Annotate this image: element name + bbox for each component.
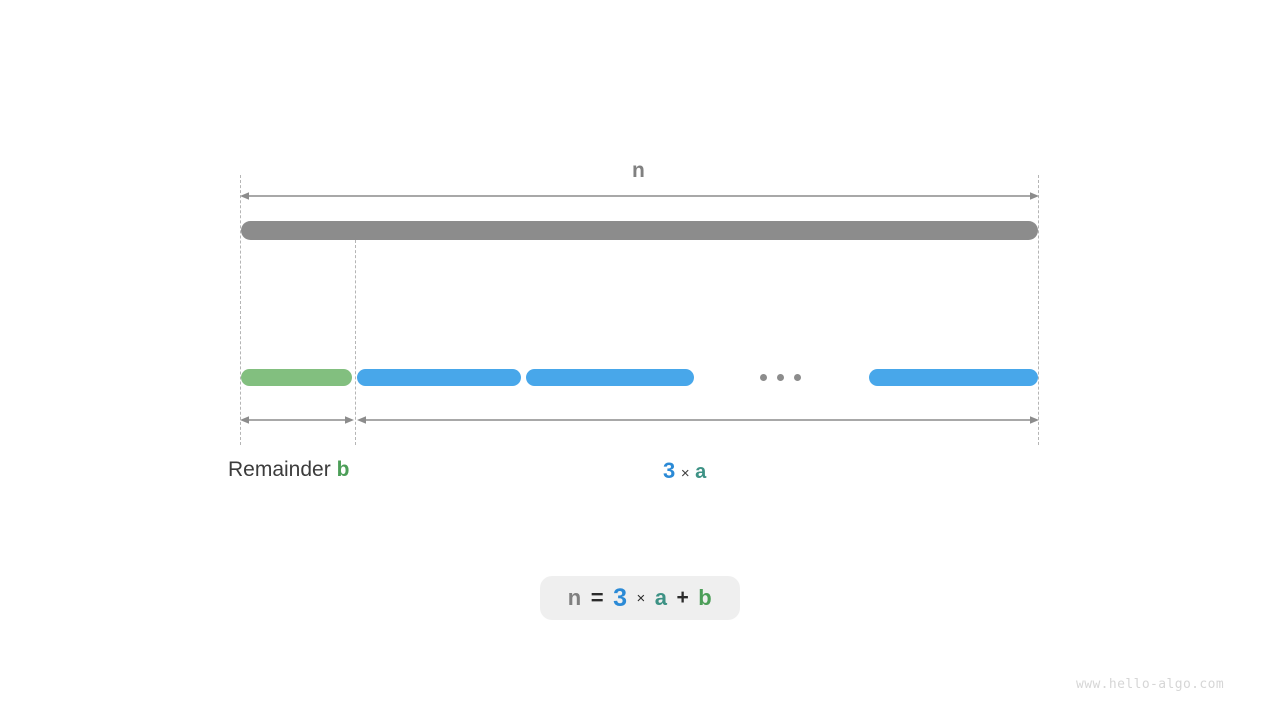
quotient-count-value: 3 bbox=[663, 458, 676, 483]
guide-line-right bbox=[1038, 175, 1039, 445]
formula-equals: = bbox=[590, 585, 605, 610]
formula-box: n = 3 × a + b bbox=[540, 576, 740, 620]
guide-line-middle bbox=[355, 240, 356, 445]
guide-line-left bbox=[240, 175, 241, 445]
measure-arrow-remainder bbox=[240, 415, 354, 425]
formula-count: 3 bbox=[613, 583, 628, 612]
formula-n: n bbox=[567, 585, 582, 610]
quotient-variable: a bbox=[695, 461, 707, 483]
block-remainder-b bbox=[241, 369, 352, 386]
formula-times: × bbox=[636, 589, 646, 607]
remainder-label-text: Remainder bbox=[228, 458, 331, 481]
total-length-label: n bbox=[632, 159, 645, 182]
formula-a: a bbox=[654, 585, 668, 610]
quotient-product-label: 3 × a bbox=[663, 458, 706, 484]
formula-plus: + bbox=[676, 586, 690, 609]
remainder-label: Remainder b bbox=[228, 458, 349, 482]
block-quotient-a-1 bbox=[357, 369, 521, 386]
ellipsis-indicator bbox=[760, 374, 801, 381]
ellipsis-dot bbox=[777, 374, 784, 381]
measure-arrow-n bbox=[240, 191, 1039, 201]
watermark: www.hello-algo.com bbox=[1076, 677, 1225, 692]
ellipsis-dot bbox=[760, 374, 767, 381]
remainder-label-variable: b bbox=[336, 458, 350, 481]
measure-arrow-3a bbox=[357, 415, 1039, 425]
block-quotient-a-2 bbox=[526, 369, 694, 386]
ellipsis-dot bbox=[794, 374, 801, 381]
block-quotient-a-3 bbox=[869, 369, 1038, 386]
formula-b: b bbox=[698, 585, 713, 610]
total-bar-n bbox=[241, 221, 1038, 240]
multiply-sign: × bbox=[680, 465, 690, 482]
